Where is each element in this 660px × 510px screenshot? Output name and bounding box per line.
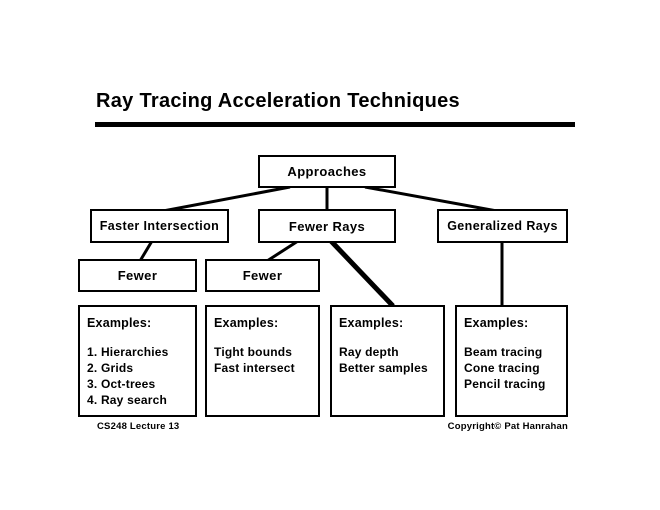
examples-box-fewer-rays: Examples: Ray depth Better samples — [330, 305, 445, 417]
examples-heading: Examples: — [464, 316, 529, 330]
examples-box-faster-intersection: Examples: 1. Hierarchies 2. Grids 3. Oct… — [78, 305, 197, 417]
example-item: Cone tracing — [464, 361, 540, 375]
example-item: Better samples — [339, 361, 428, 375]
examples-box-fewer: Examples: Tight bounds Fast intersect — [205, 305, 320, 417]
example-item: Pencil tracing — [464, 377, 546, 391]
example-item: Ray depth — [339, 345, 399, 359]
example-item: Beam tracing — [464, 345, 543, 359]
example-item: Tight bounds — [214, 345, 293, 359]
node-fewer-rays-label: Fewer Rays — [288, 218, 366, 234]
node-approaches-label: Approaches — [287, 164, 367, 179]
examples-heading: Examples: — [87, 316, 152, 330]
title-underline — [95, 122, 575, 127]
example-item: 1. Hierarchies — [87, 345, 169, 359]
node-approaches: Approaches — [258, 155, 396, 188]
node-generalized-rays: Generalized Rays — [437, 209, 568, 243]
footer-course-label: CS248 Lecture 13 — [97, 421, 180, 432]
footer-copyright: Copyright© Pat Hanrahan — [447, 421, 568, 432]
node-generalized-rays-label: Generalized Rays — [447, 219, 558, 233]
node-fewer-2-label: Fewer — [242, 268, 283, 283]
node-faster-intersection: Faster Intersection — [90, 209, 229, 243]
node-fewer-1: Fewer — [78, 259, 197, 292]
examples-box-generalized-rays: Examples: Beam tracing Cone tracing Penc… — [455, 305, 568, 417]
node-fewer-rays: Fewer Rays — [258, 209, 396, 243]
slide-title: Ray Tracing Acceleration Techniques — [96, 90, 460, 112]
example-item: 2. Grids — [87, 361, 134, 375]
node-fewer-1-label: Fewer — [117, 268, 158, 283]
example-item: 4. Ray search — [87, 393, 167, 407]
node-fewer-2: Fewer — [205, 259, 320, 292]
node-faster-intersection-label: Faster Intersection — [99, 219, 220, 233]
examples-heading: Examples: — [339, 316, 404, 330]
example-item: Fast intersect — [214, 361, 295, 375]
example-item: 3. Oct-trees — [87, 377, 156, 391]
examples-heading: Examples: — [214, 316, 279, 330]
